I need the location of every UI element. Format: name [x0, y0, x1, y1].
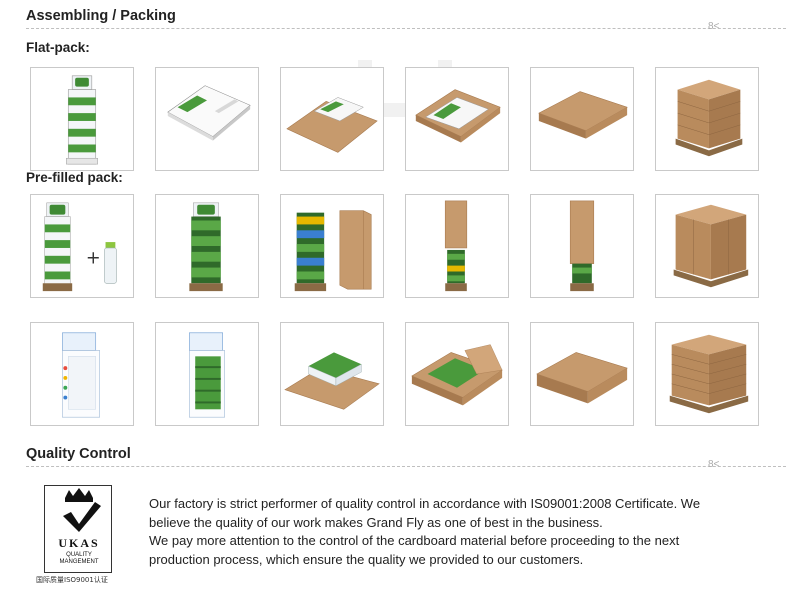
tray-on-board-icon: [284, 352, 380, 410]
section-divider: [26, 466, 786, 467]
step-boxed-displays-on-pallet: [655, 194, 759, 298]
step-display-plus-bottle: +: [30, 194, 134, 298]
section-title-quality-control: Quality Control: [26, 446, 131, 462]
display-and-carton-icon: [294, 210, 372, 292]
step-cartons-stacked-on-pallet: [655, 67, 759, 171]
step-filled-display-beside-carton: [280, 194, 384, 298]
tray-open-carton-icon: [411, 344, 503, 406]
display-plus-bottle-icon: +: [42, 202, 117, 292]
open-carton-icon: [415, 89, 501, 143]
step-carton-half-covering-display: [530, 194, 634, 298]
certificate-caption: 国际质量ISO9001认证: [36, 576, 108, 584]
step-tray-on-carton-board: [280, 322, 384, 426]
filled-white-display-icon: [189, 332, 225, 418]
quality-line: Our factory is strict performer of quali…: [149, 496, 701, 511]
step-sealed-flat-carton: [530, 67, 634, 171]
ukas-line2: MANGEMENT: [59, 559, 99, 565]
boxed-pallet-icon: [673, 204, 749, 288]
pallet-stack-icon: [675, 79, 743, 157]
half-covered-display-icon: [569, 200, 595, 292]
step-sheets-in-open-carton: [405, 67, 509, 171]
section-divider: [26, 28, 786, 29]
ukas-line1: QUALITY: [66, 552, 92, 558]
sub-title-flat-pack: Flat-pack:: [26, 40, 90, 55]
step-empty-white-display: [30, 322, 134, 426]
crown-check-icon: [63, 488, 101, 532]
display-stand-icon: [66, 75, 98, 165]
section-title-assembling: Assembling / Packing: [26, 8, 176, 24]
sealed-carton-icon: [538, 91, 628, 139]
flat-boxes-pallet-icon: [669, 334, 749, 414]
quality-line: We pay more attention to the control of …: [149, 533, 680, 548]
step-display-stand-assembled: [30, 67, 134, 171]
white-display-icon: [62, 332, 100, 418]
carton-sleeve-icon: [444, 200, 468, 292]
svg-text:+: +: [86, 249, 101, 269]
sheets-on-board-icon: [286, 97, 378, 153]
quality-line: believe the quality of our work makes Gr…: [149, 514, 603, 530]
sub-title-prefilled-pack: Pre-filled pack:: [26, 170, 123, 185]
step-tray-in-open-carton: [405, 322, 509, 426]
flat-sheets-icon: [167, 85, 251, 141]
ukas-word: UKAS: [58, 536, 100, 550]
step-filled-white-display: [155, 322, 259, 426]
step-carton-sleeve-lowering: [405, 194, 509, 298]
sealed-box-icon: [536, 352, 628, 404]
ukas-certificate-logo: UKAS QUALITY MANGEMENT: [44, 485, 112, 573]
scissor-icon: 8<: [708, 21, 720, 32]
filled-display-icon: [189, 202, 223, 292]
step-sealed-flat-box: [530, 322, 634, 426]
quality-line: production process, which ensure the qua…: [149, 551, 584, 567]
step-flat-printed-sheets: [155, 67, 259, 171]
scissor-icon: 8<: [708, 459, 720, 470]
step-sheets-on-carton-board: [280, 67, 384, 171]
quality-paragraph: Our factory is strict performer of quali…: [149, 495, 769, 569]
step-flat-boxes-on-pallet: [655, 322, 759, 426]
step-display-filled-with-bottles: [155, 194, 259, 298]
